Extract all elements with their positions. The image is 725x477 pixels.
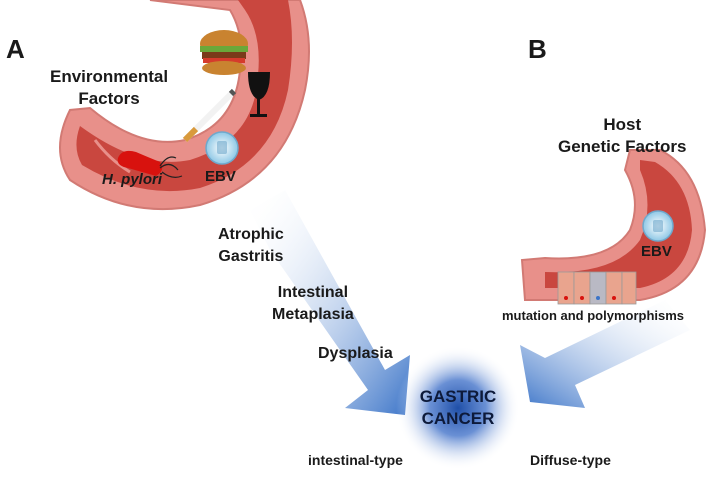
gastric-cancer-glow bbox=[396, 346, 520, 470]
h-pylori-bacterium-icon bbox=[117, 150, 183, 178]
progression-arrow-right bbox=[520, 300, 690, 408]
right-stomach-lining bbox=[545, 160, 692, 288]
left-stomach-lining bbox=[76, 0, 292, 192]
right-stomach bbox=[520, 149, 707, 301]
gastric-cancer-line-1: GASTRIC bbox=[419, 387, 497, 406]
diffuse-type-label: Diffuse-type bbox=[530, 452, 611, 468]
ebv-label-left: EBV bbox=[205, 168, 236, 185]
environmental-line-2: Factors bbox=[78, 89, 140, 108]
burger-icon bbox=[200, 30, 248, 75]
host-genetic-factors-label: Host Genetic Factors bbox=[558, 114, 687, 158]
panel-label-a: A bbox=[6, 34, 25, 64]
metaplasia-line-1: Intestinal bbox=[277, 284, 349, 301]
environmental-line-1: Environmental bbox=[50, 67, 169, 86]
epithelial-cells bbox=[557, 271, 637, 305]
metaplasia-line-2: Metaplasia bbox=[272, 306, 354, 323]
gastric-cancer-line-2: CANCER bbox=[421, 409, 495, 428]
ebv-virus-icon-right bbox=[642, 210, 674, 242]
ebv-label-right: EBV bbox=[641, 243, 672, 260]
ebv-virus-icon-left bbox=[205, 131, 239, 165]
intestinal-metaplasia-label: Intestinal Metaplasia bbox=[272, 282, 354, 326]
mutation-polymorphisms-label: mutation and polymorphisms bbox=[502, 308, 685, 323]
atrophic-line-1: Atrophic bbox=[218, 226, 284, 243]
host-line-1: Host bbox=[603, 115, 642, 134]
atrophic-line-2: Gastritis bbox=[218, 248, 284, 265]
panel-label-b: B bbox=[528, 34, 547, 64]
environmental-factors-label: Environmental Factors bbox=[50, 66, 168, 110]
intestinal-type-label: intestinal-type bbox=[308, 452, 403, 468]
wine-glass-icon bbox=[248, 72, 270, 117]
dysplasia-label: Dysplasia bbox=[318, 345, 393, 362]
cigarette-icon bbox=[182, 88, 237, 143]
h-pylori-label: H. pylori bbox=[102, 171, 163, 188]
host-line-2: Genetic Factors bbox=[558, 137, 687, 156]
progression-arrow-left bbox=[250, 190, 410, 415]
gastric-cancer-label: GASTRIC CANCER bbox=[412, 386, 504, 430]
atrophic-gastritis-label: Atrophic Gastritis bbox=[218, 224, 284, 268]
